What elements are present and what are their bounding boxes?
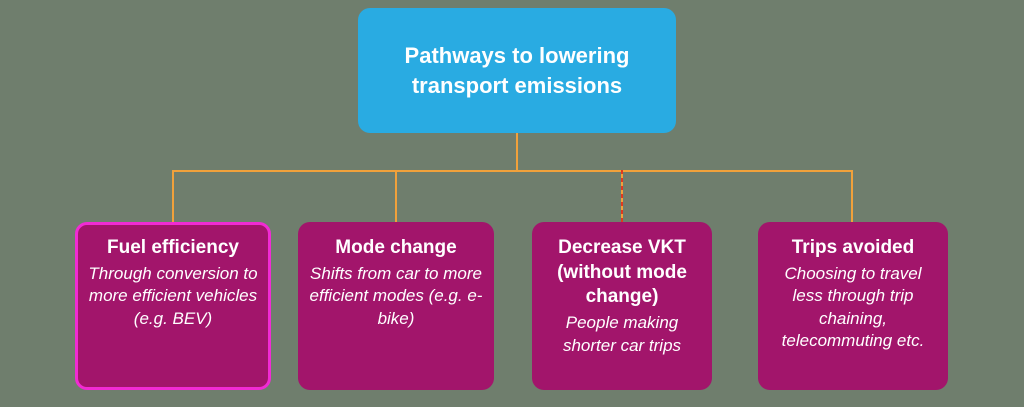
connector-drop-fuel-efficiency [172,170,174,222]
connector-drop-mode-change [395,170,397,222]
node-title: Fuel efficiency [107,237,239,258]
node-fuel-efficiency: Fuel efficiency Through conversion to mo… [75,222,271,390]
node-body: People making shorter car trips [562,313,682,355]
node-mode-change: Mode change Shifts from car to more effi… [298,222,494,390]
connector-root-stem [516,133,518,171]
node-body: Shifts from car to more efficient modes … [309,263,483,328]
root-node: Pathways to lowering transport emissions [358,8,676,133]
node-decrease-vkt: Decrease VKT (without mode change) Peopl… [532,222,712,390]
connector-drop-trips-avoided [851,170,853,222]
root-node-title: Pathways to lowering transport emissions [404,42,630,98]
node-title: Decrease VKT (without mode change) [557,237,687,308]
connector-drop-decrease-vkt [621,170,623,222]
node-trips-avoided: Trips avoided Choosing to travel less th… [758,222,948,390]
node-body: Choosing to travel less through trip cha… [781,263,925,350]
node-body: Through conversion to more efficient veh… [88,263,258,328]
node-title: Trips avoided [791,237,915,258]
connector-horizontal-rail [172,170,852,172]
node-title: Mode change [335,237,457,258]
